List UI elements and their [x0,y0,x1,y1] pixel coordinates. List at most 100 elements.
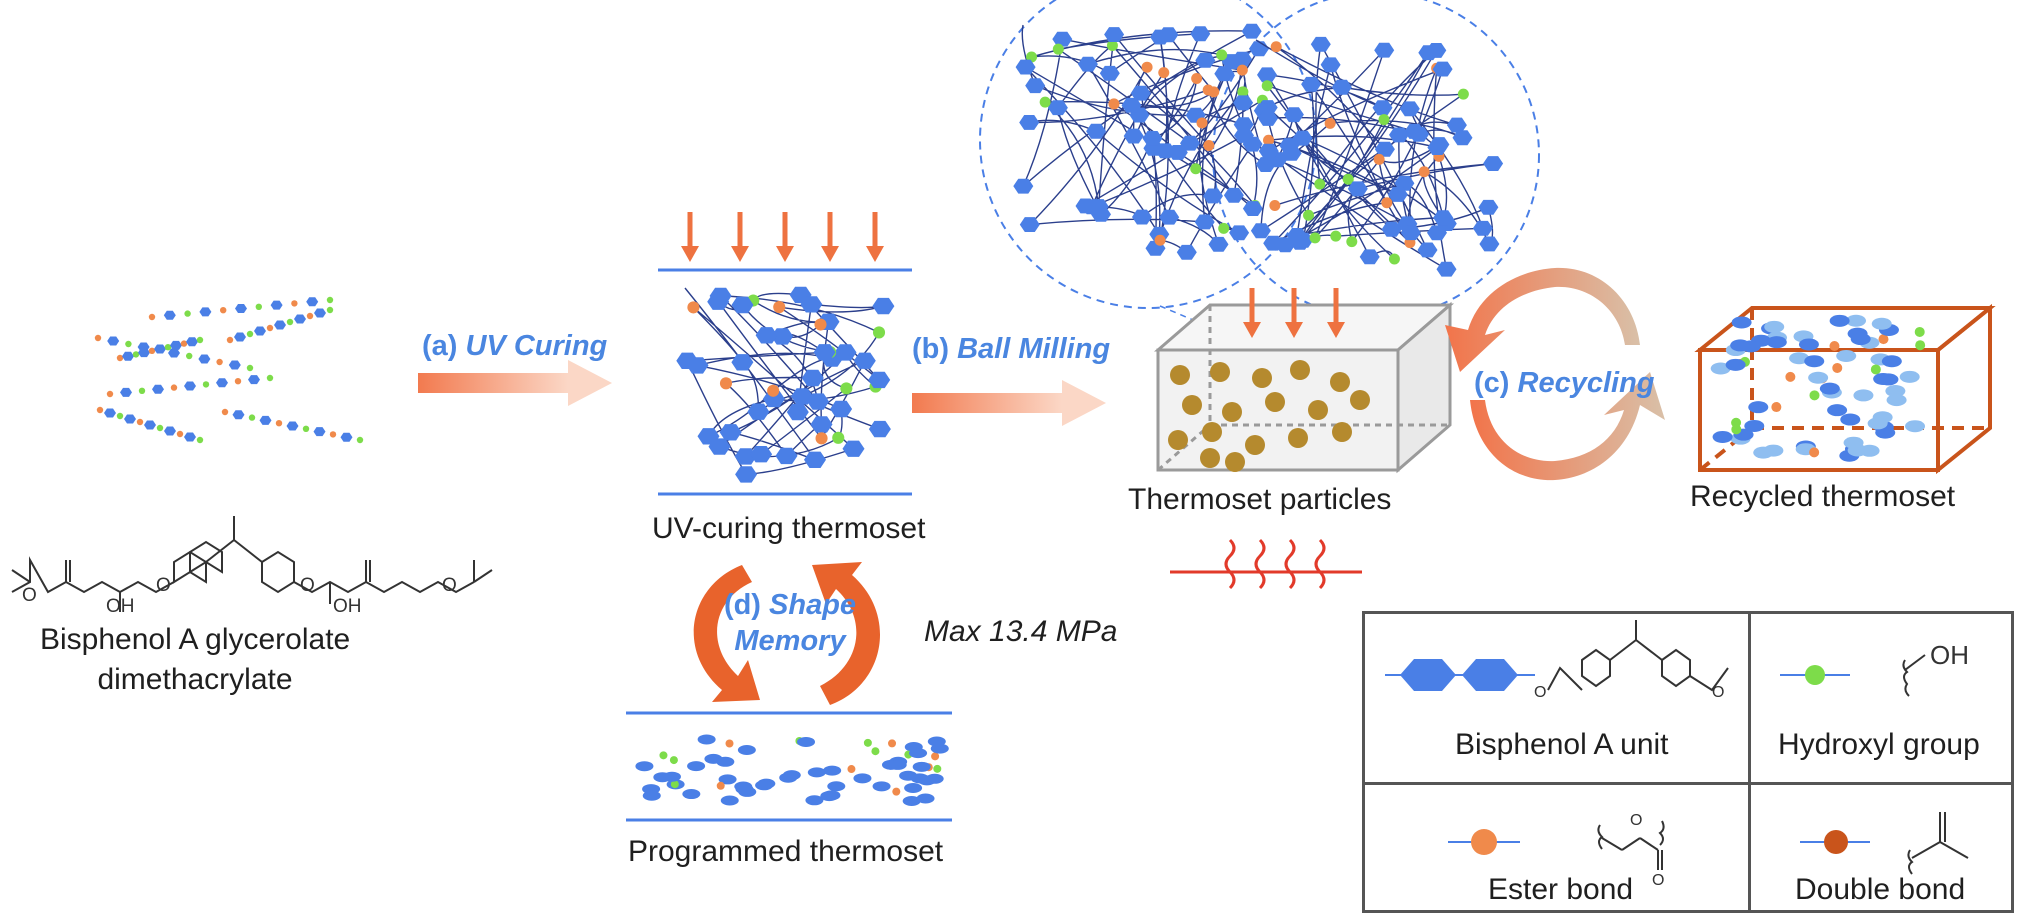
bisphenol-unit [1764,320,1785,333]
hydroxyl-bead [1106,39,1118,51]
legend-symbols [1385,620,1969,875]
bisphenol-unit [1077,56,1098,72]
bisphenol-unit [184,432,196,442]
bisphenol-unit [807,767,826,778]
bisphenol-unit [868,420,891,438]
bisphenol-unit [164,426,176,436]
bisphenol-unit [1019,217,1040,232]
bisphenol-unit [1725,358,1746,371]
bisphenol-unit [800,296,823,313]
thermoset-particle [1245,435,1265,455]
hydroxyl-bead [1914,326,1925,337]
hydroxyl-bead [1346,236,1358,248]
monomer-label: Bisphenol A glycerolate dimethacrylate [40,620,350,700]
bisphenol-unit [1850,333,1871,346]
bisphenol-unit [254,326,266,336]
ester-bead [888,739,897,748]
bisphenol-unit [805,795,824,806]
hydroxyl-bead [1457,88,1469,100]
hydroxyl-bead [255,303,262,310]
programmed-thermoset-label: Programmed thermoset [628,835,944,868]
bisphenol-unit [1472,220,1493,236]
ester-bead [814,318,827,331]
bisphenol-unit [1427,140,1448,155]
bisphenol-unit [709,287,732,305]
hydroxyl-bead [132,351,140,358]
legend [1362,611,2014,913]
bisphenol-unit [1258,143,1279,159]
bisphenol-unit [731,296,754,314]
hydroxyl-bead [116,412,124,420]
hydroxyl-bead [1915,340,1926,351]
bisphenol-unit [771,328,794,345]
bisphenol-unit [235,304,247,313]
ester-bead [226,336,234,344]
bisphenol-unit [286,421,299,431]
bisphenol-unit [804,451,826,468]
bisphenol-unit [1829,314,1850,327]
hydroxyl-bead [302,425,310,432]
hydroxyl-bead [196,436,204,444]
legend-ester-label: Ester bond [1488,873,1634,906]
bisphenol-unit [1427,225,1447,241]
ester-bead [719,377,733,390]
bisphenol-unit [1878,373,1899,386]
hydroxyl-bead [202,381,210,388]
thermoset-particles-label: Thermoset particles [1128,483,1392,516]
ester-bead [815,432,828,445]
bisphenol-unit [1483,156,1504,171]
press-arrow-head [681,246,699,262]
arrow-b [912,380,1106,426]
bisphenol-unit [1194,214,1215,230]
bisphenol-unit [1766,336,1787,349]
thermoset-particle [1222,402,1242,422]
bisphenol-unit [1167,145,1188,160]
ester-bead [1878,334,1889,345]
bisphenol-unit [823,765,842,776]
ester-bead [1203,140,1215,152]
bisphenol-unit [1279,138,1300,153]
bisphenol-unit [904,783,923,794]
legend-o-right: O [1712,684,1725,701]
bisphenol-unit [1418,45,1439,61]
uv-press-arrows [681,212,884,262]
hydroxyl-bead [659,751,668,760]
bisphenol-unit [750,446,773,463]
hydroxyl-bead [125,340,132,348]
bisphenol-unit [827,781,846,792]
bisphenol-unit [1150,29,1171,45]
uv-network [676,286,895,483]
zoom-network [1013,23,1504,277]
uv-thermoset-label: UV-curing thermoset [652,512,926,545]
bisphenol-unit [1789,352,1810,365]
bisphenol-unit [927,736,946,747]
thermoset-particle [1170,365,1190,385]
heat-symbol [1170,538,1362,590]
legend-double-bond-label: Double bond [1795,873,1966,906]
ester-bead [180,340,188,347]
bisphenol-unit [199,307,212,317]
bisphenol-unit [1301,76,1322,92]
hydroxyl-bead [356,436,364,444]
chem-o-2: O [156,575,171,596]
step-b-label: (b) Ball Milling [912,333,1111,365]
bisphenol-unit [1242,201,1263,216]
hydroxyl-bead [1261,80,1273,92]
chem-oh-1: OH [106,596,135,617]
ester-bead [306,312,314,320]
bisphenol-unit [909,748,928,759]
ester-bead [1191,73,1203,85]
bisphenol-unit [270,300,283,310]
bisphenol-unit [1320,57,1341,73]
legend-divider-vertical [1748,611,1751,913]
thermoset-particle [1332,422,1352,442]
bisphenol-unit [810,416,833,433]
ester-bead [266,324,274,332]
bisphenol-unit [902,796,921,807]
bisphenol-unit [1798,338,1819,351]
bisphenol-unit [676,352,699,369]
press-arrow-head [776,246,794,262]
ester-bead [773,300,786,314]
bisphenol-unit [122,351,134,361]
